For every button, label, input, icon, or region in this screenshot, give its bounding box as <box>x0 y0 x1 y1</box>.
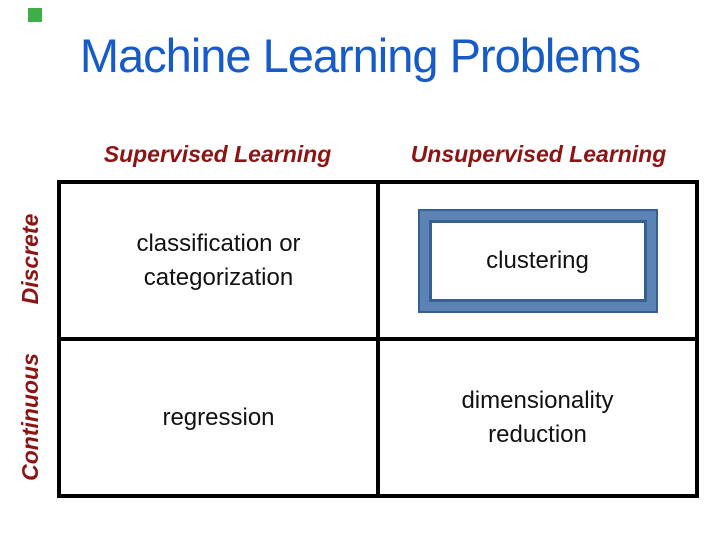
cell-text-classification: classification or categorization <box>136 230 301 291</box>
column-header-unsupervised: Unsupervised Learning <box>410 141 667 167</box>
slide-corner-marker <box>28 8 42 22</box>
cell-discrete-unsupervised: clustering <box>380 184 695 337</box>
cell-continuous-supervised: regression <box>61 341 376 494</box>
cell-discrete-supervised: classification or categorization <box>61 184 376 337</box>
clustering-highlight-box-inner: clustering <box>428 219 647 302</box>
column-headers: Supervised Learning Unsupervised Learnin… <box>57 141 699 168</box>
clustering-highlight-box: clustering <box>417 208 658 313</box>
row-header-continuous: Continuous <box>17 353 43 481</box>
cell-text-dimensionality-reduction: dimensionality reduction <box>461 387 614 448</box>
row-header-discrete: Discrete <box>17 213 43 305</box>
cell-continuous-unsupervised: dimensionality reduction <box>380 341 695 494</box>
cell-text-clustering: clustering <box>486 246 589 274</box>
matrix-table: classification or categorization cluster… <box>57 180 699 498</box>
column-header-supervised: Supervised Learning <box>103 141 332 167</box>
slide-title: Machine Learning Problems <box>79 29 641 82</box>
cell-text-regression: regression <box>162 403 275 431</box>
